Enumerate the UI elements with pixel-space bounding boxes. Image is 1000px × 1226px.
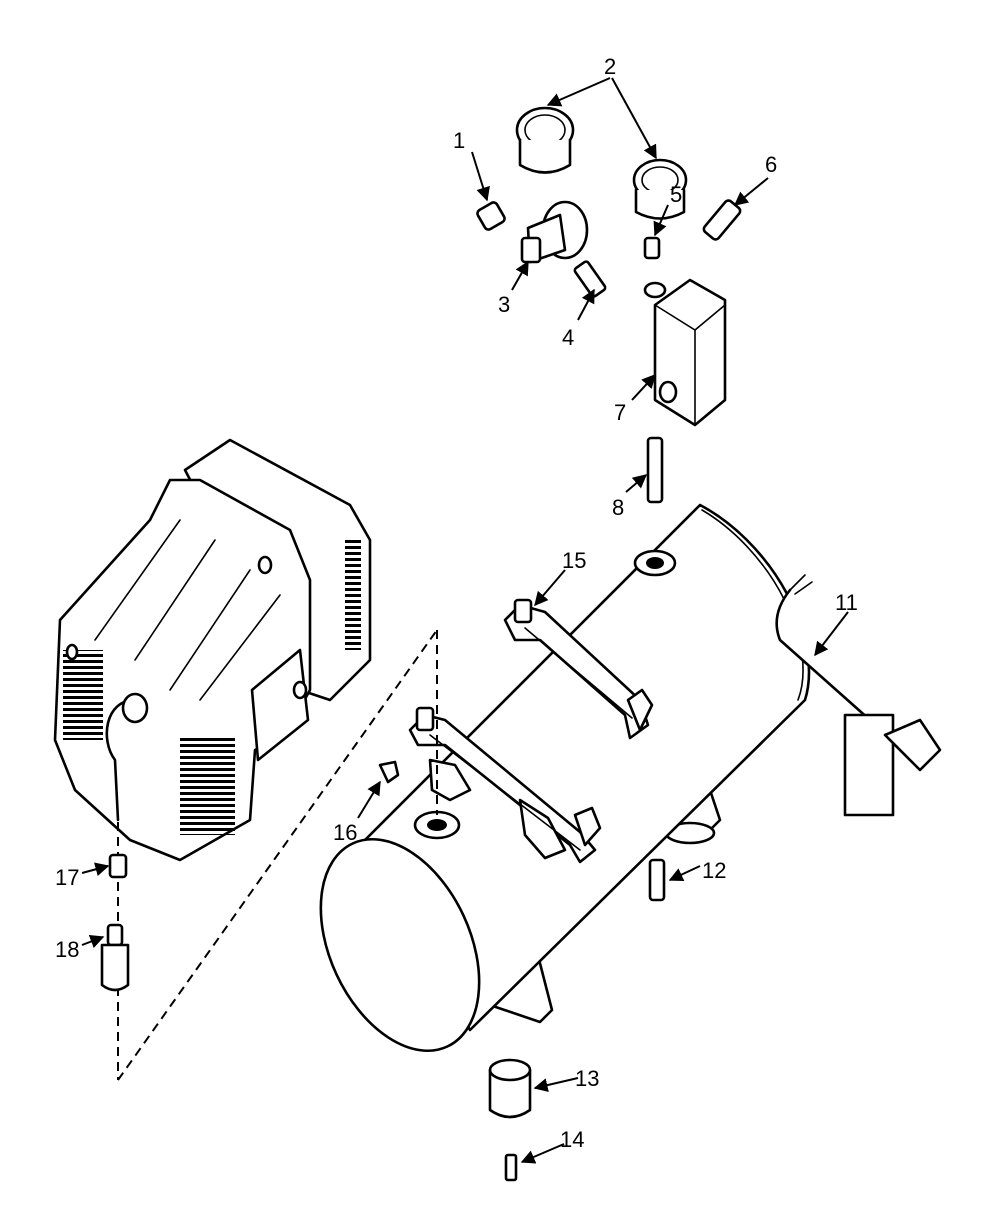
cord-tag <box>843 713 895 817</box>
callout-13: 13 <box>575 1066 599 1091</box>
callout-15: 15 <box>562 548 586 573</box>
motor-front-vents <box>180 735 235 835</box>
part-12-drain-valve <box>648 858 666 902</box>
callout-12: 12 <box>702 858 726 883</box>
callout-8: 8 <box>612 495 624 520</box>
bracket-upper <box>503 598 654 740</box>
motor-side-panel <box>250 648 310 762</box>
part-4-nipple <box>573 260 607 298</box>
part-7-pressure-switch <box>643 278 727 427</box>
bracket-lower <box>408 706 602 864</box>
part-13-rubber-foot <box>488 1058 532 1119</box>
part-17-fitting <box>108 853 128 879</box>
callout-14: 14 <box>560 1127 584 1152</box>
callout-6: 6 <box>765 152 777 177</box>
part-14-foot-screw <box>504 1153 518 1182</box>
part-1-fitting <box>476 201 506 231</box>
motor-rear-vents <box>345 540 361 650</box>
callout-4: 4 <box>562 325 574 350</box>
callout-7: 7 <box>614 400 626 425</box>
tank-end-cap <box>319 837 481 1053</box>
callout-18: 18 <box>55 937 79 962</box>
callout-1: 1 <box>453 128 465 153</box>
air-tank <box>319 503 811 1053</box>
part-8-nipple-long <box>646 436 664 504</box>
callout-11: 11 <box>835 590 858 615</box>
part-3-manifold <box>520 200 589 264</box>
callout-2: 2 <box>604 54 616 79</box>
callout-16: 16 <box>333 820 357 845</box>
part-2-gauge-left <box>515 106 575 174</box>
callout-3: 3 <box>498 292 510 317</box>
part-18-check-valve <box>100 923 130 992</box>
motor-pump-assembly <box>53 438 372 862</box>
motor-left-vents <box>63 650 103 740</box>
callout-5: 5 <box>670 182 682 207</box>
callout-17: 17 <box>55 865 79 890</box>
cord-plug <box>883 718 942 772</box>
part-2-gauge-right <box>632 158 688 220</box>
part-16-screw <box>378 760 400 784</box>
part-5-bushing <box>643 236 661 260</box>
assembly-line-diagonal <box>117 629 438 1081</box>
